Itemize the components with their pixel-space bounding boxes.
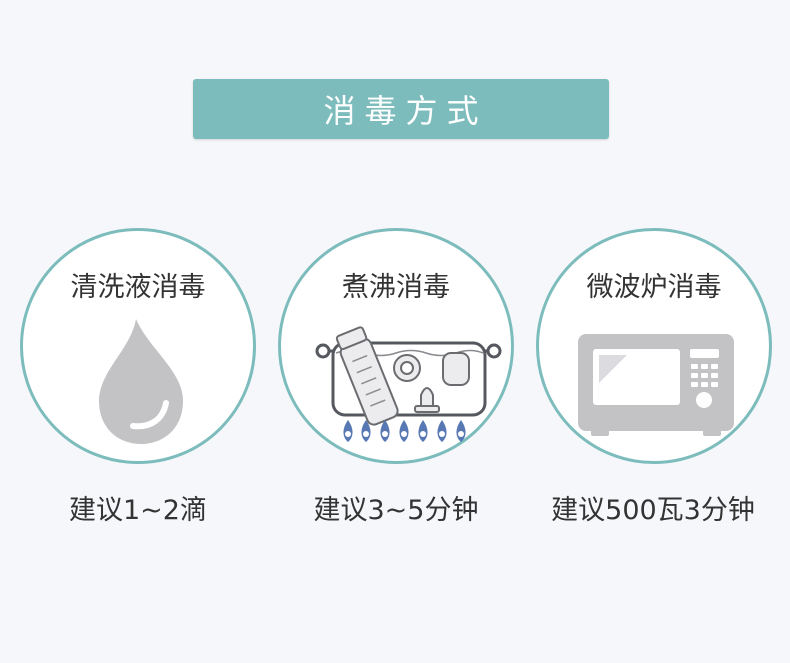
method-caption: 建议3~5分钟 — [313, 495, 479, 526]
method-title: 微波炉消毒 — [586, 272, 722, 303]
boiling-pot-icon — [315, 326, 502, 442]
microwave-icon — [578, 334, 734, 436]
method-title: 清洗液消毒 — [70, 272, 206, 303]
method-card-boiling: 煮沸消毒 — [278, 228, 514, 464]
method-card-microwave: 微波炉消毒 — [536, 228, 772, 464]
water-drop-icon — [99, 319, 183, 444]
method-caption: 建议500瓦3分钟 — [551, 495, 755, 526]
method-caption: 建议1~2滴 — [69, 495, 207, 526]
section-title: 消毒方式 — [323, 92, 488, 130]
method-title: 煮沸消毒 — [342, 272, 450, 303]
method-card-cleaning-liquid: 清洗液消毒 — [20, 228, 256, 464]
section-header-banner: 消毒方式 — [193, 79, 609, 139]
